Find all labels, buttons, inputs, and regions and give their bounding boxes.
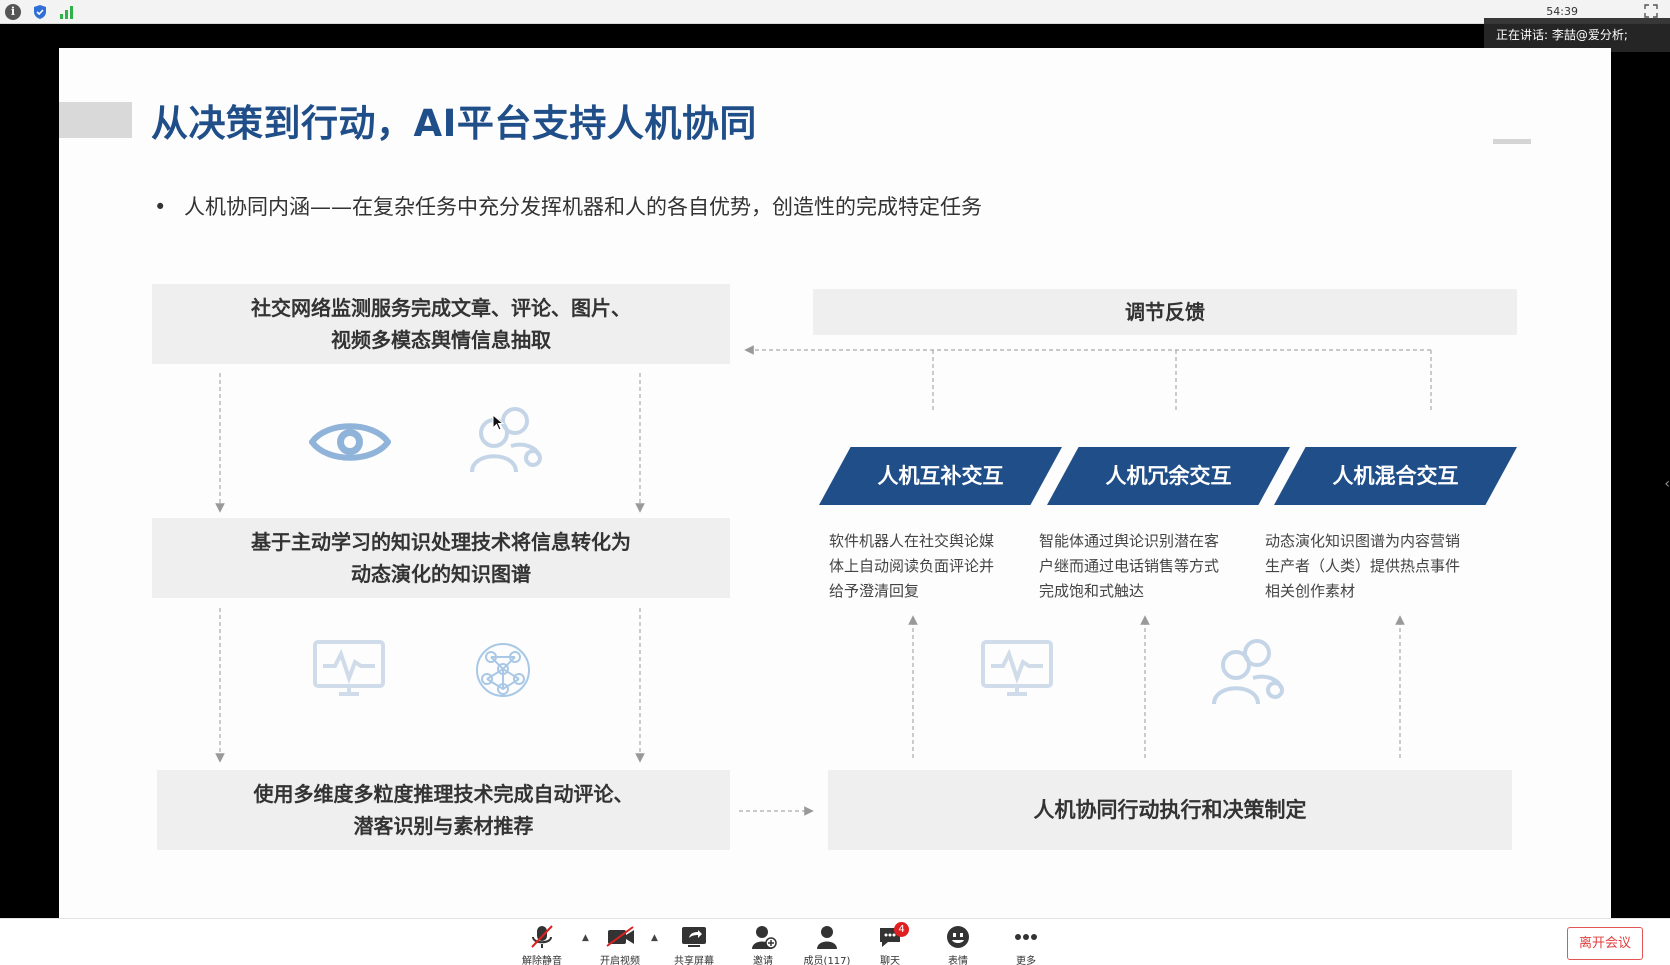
share-screen-label: 共享屏幕 (674, 956, 714, 965)
mode-complement-desc: 软件机器人在社交舆论媒 体上自动阅读负面评论并 给予澄清回复 (829, 529, 1029, 604)
reasoning-line-1: 使用多维度多粒度推理技术完成自动评论、 (253, 782, 634, 806)
reasoning-line-2: 潜客识别与素材推荐 (353, 814, 534, 838)
subtitle-text: 人机协同内涵——在复杂任务中充分发挥机器和人的各自优势，创造性的完成特定任务 (184, 195, 982, 219)
leave-meeting-button[interactable]: 离开会议 (1567, 927, 1643, 960)
unmute-button[interactable]: 解除静音 (512, 924, 572, 965)
mode-mixed-desc: 动态演化知识图谱为内容营销 生产者（人类）提供热点事件 相关创作素材 (1265, 529, 1465, 604)
title-accent-bar (59, 102, 132, 138)
more-dots-icon (1015, 934, 1037, 940)
unmute-label: 解除静音 (522, 956, 562, 965)
audio-options-caret[interactable]: ▲ (582, 933, 589, 943)
knowledge-line-2: 动态演化的知识图谱 (351, 562, 531, 586)
mode-complement: 人机互补交互 (819, 447, 1062, 505)
reactions-button[interactable]: 表情 (928, 924, 988, 965)
desc-line: 软件机器人在社交舆论媒 (829, 532, 995, 550)
mic-muted-icon (531, 925, 553, 948)
slide-subtitle: • 人机协同内涵——在复杂任务中充分发挥机器和人的各自优势，创造性的完成特定任务 (154, 191, 982, 221)
emoji-label: 表情 (948, 956, 968, 965)
brain-network-icon (476, 643, 530, 697)
shared-slide: 从决策到行动，AI平台支持人机协同 • 人机协同内涵——在复杂任务中充分发挥机器和… (59, 48, 1611, 918)
bullet: • (154, 195, 167, 219)
more-button[interactable]: 更多 (996, 924, 1056, 965)
slide-title: 从决策到行动，AI平台支持人机协同 (151, 102, 757, 145)
knowledge-box: 基于主动学习的知识处理技术将信息转化为 动态演化的知识图谱 (152, 518, 730, 598)
desc-line: 动态演化知识图谱为内容营销 (1265, 532, 1461, 550)
active-speaker-banner: 正在讲话: 李喆@爱分析; (1484, 18, 1670, 52)
info-icon[interactable]: i (5, 4, 21, 20)
reasoning-box: 使用多维度多粒度推理技术完成自动评论、 潜客识别与素材推荐 (157, 770, 730, 850)
share-screen-icon (682, 927, 706, 947)
members-icon (817, 926, 837, 949)
members-button[interactable]: 成员(117) (797, 924, 857, 965)
chat-label: 聊天 (880, 956, 900, 965)
knowledge-line-1: 基于主动学习的知识处理技术将信息转化为 (251, 530, 631, 554)
invite-user-icon (752, 926, 777, 949)
extraction-line-1: 社交网络监测服务完成文章、评论、图片、 (251, 296, 631, 320)
status-bar: i 54:39 (0, 0, 1670, 24)
panel-expand-arrow[interactable]: ‹ (1664, 476, 1670, 492)
eye-icon (309, 423, 391, 461)
users-gear-icon (1212, 639, 1284, 705)
invite-button[interactable]: 邀请 (733, 924, 793, 965)
desc-line: 生产者（人类）提供热点事件 (1265, 557, 1461, 575)
title-decoration (1493, 139, 1531, 144)
meeting-timer: 54:39 (1546, 5, 1578, 18)
feedback-box: 调节反馈 (813, 289, 1517, 335)
desc-line: 智能体通过舆论识别潜在客 (1039, 532, 1220, 550)
video-options-caret[interactable]: ▲ (651, 933, 658, 943)
invite-label: 邀请 (753, 956, 773, 965)
execution-box: 人机协同行动执行和决策制定 (828, 770, 1512, 850)
desc-line: 完成饱和式触达 (1039, 582, 1145, 600)
signal-icon[interactable] (59, 4, 75, 20)
desc-line: 户继而通过电话销售等方式 (1039, 557, 1220, 575)
desc-line: 给予澄清回复 (829, 582, 920, 600)
members-label: 成员(117) (803, 956, 851, 965)
monitor-analytics-icon (313, 640, 385, 696)
connector-lines (215, 345, 1432, 816)
fullscreen-icon[interactable] (1644, 4, 1658, 18)
share-screen-button[interactable]: 共享屏幕 (664, 924, 724, 965)
mode-redundant: 人机冗余交互 (1047, 447, 1290, 505)
more-label: 更多 (1016, 956, 1036, 965)
start-video-label: 开启视频 (600, 956, 640, 965)
chat-button[interactable]: 4 聊天 (860, 922, 920, 965)
start-video-button[interactable]: 开启视频 (590, 924, 650, 965)
camera-off-icon (606, 926, 634, 947)
chat-unread-badge: 4 (894, 922, 909, 937)
desc-line: 体上自动阅读负面评论并 (829, 557, 995, 575)
desc-line: 相关创作素材 (1265, 582, 1356, 600)
monitor-analytics-icon (981, 640, 1053, 696)
mode-mixed: 人机混合交互 (1274, 447, 1517, 505)
extraction-box: 社交网络监测服务完成文章、评论、图片、 视频多模态舆情信息抽取 (152, 284, 730, 364)
emoji-icon (947, 926, 969, 948)
mouse-cursor-icon (492, 414, 504, 431)
users-gear-icon (470, 407, 542, 473)
shield-icon[interactable] (32, 4, 48, 20)
meeting-toolbar: 解除静音 ▲ 开启视频 ▲ 共享屏幕 邀请 成员(117) (0, 918, 1670, 965)
mode-redundant-desc: 智能体通过舆论识别潜在客 户继而通过电话销售等方式 完成饱和式触达 (1039, 529, 1239, 604)
chat-icon (880, 928, 900, 947)
extraction-line-2: 视频多模态舆情信息抽取 (331, 328, 551, 352)
